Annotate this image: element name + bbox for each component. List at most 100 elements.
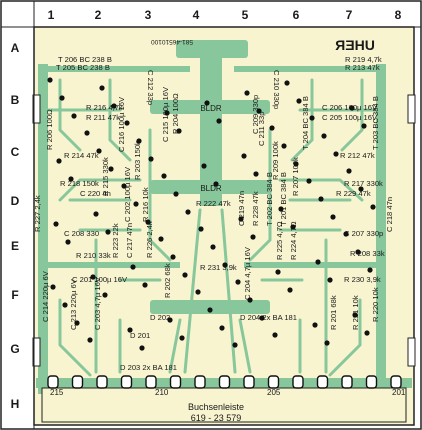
column-label: 8 xyxy=(395,8,402,22)
solder-pad xyxy=(287,287,293,293)
component-label: R 203 150k xyxy=(133,141,142,180)
connector-title: Buchsenleiste xyxy=(188,402,244,412)
connector-body xyxy=(41,387,407,423)
column-label: 5 xyxy=(242,8,249,22)
component-label: R 204 100Ω xyxy=(171,93,180,134)
component-label: R 213 47k xyxy=(345,63,380,72)
solder-pad xyxy=(364,330,370,336)
solder-pad xyxy=(250,234,256,240)
component-pads xyxy=(47,77,376,351)
solder-pad xyxy=(99,85,105,91)
solder-pad xyxy=(367,267,373,273)
solder-pad xyxy=(204,100,210,106)
solder-pad xyxy=(281,143,287,149)
solder-pad xyxy=(164,110,170,116)
component-label: R 207 100k xyxy=(291,157,300,196)
component-label: R 230 3,9k xyxy=(344,275,381,284)
solder-pad xyxy=(370,204,376,210)
component-label: R 214 47k xyxy=(64,151,99,160)
solder-pad xyxy=(278,206,284,212)
solder-pad xyxy=(259,315,265,321)
connector-pin-label: 205 xyxy=(267,388,281,397)
component-label: C 214 220µ 6V xyxy=(41,270,50,322)
solder-pad xyxy=(84,130,90,136)
column-label: 6 xyxy=(293,8,300,22)
component-label: T 201 BC 384 B xyxy=(279,172,288,226)
component-label: R 228 47k xyxy=(251,191,260,226)
component-label: R 209 100k xyxy=(271,141,280,180)
column-label: 7 xyxy=(346,8,353,22)
component-label: C 212 33p xyxy=(146,70,155,105)
solder-pad xyxy=(309,115,315,121)
solder-pad xyxy=(105,229,111,235)
component-label: D 203 2x BA 181 xyxy=(120,363,177,372)
connector-pin-label: 210 xyxy=(155,388,169,397)
component-label: T 206 BC 238 B xyxy=(58,55,112,64)
solder-pad xyxy=(185,209,191,215)
component-label: R 231 3,9k xyxy=(200,263,237,272)
solder-pad xyxy=(142,282,148,288)
net-label: BLDR xyxy=(200,104,222,113)
row-label: D xyxy=(11,194,20,208)
component-label: C 202 100µ 16V xyxy=(123,166,132,222)
solder-pad xyxy=(176,128,182,134)
component-label: R 227 2,4k xyxy=(33,195,42,232)
connector-pin xyxy=(267,375,280,389)
component-label: R 223 22k xyxy=(111,223,120,258)
solder-pad xyxy=(145,219,151,225)
row-label: E xyxy=(11,239,19,253)
solder-pad xyxy=(269,125,275,131)
solder-pad xyxy=(50,284,56,290)
solder-pad xyxy=(127,327,133,333)
solder-pad xyxy=(358,186,364,192)
connector-pin xyxy=(96,375,108,389)
connector-pin xyxy=(194,375,206,389)
component-label: R 217 330k xyxy=(344,179,383,188)
solder-pad xyxy=(235,279,241,285)
connector-pin xyxy=(145,375,157,389)
solder-pad xyxy=(87,337,93,343)
component-label: R 220 10k xyxy=(371,287,380,322)
component-label: C 204 4,7µ 16V xyxy=(243,246,252,300)
solder-pad xyxy=(93,211,99,217)
component-label: T 204 BC 384 B xyxy=(301,96,310,150)
row-label: G xyxy=(10,342,19,356)
connector-pin xyxy=(71,375,84,389)
net-label: BLDR xyxy=(200,184,222,193)
row-label: A xyxy=(11,41,20,55)
solder-pad xyxy=(272,332,278,338)
component-label: R 210 33k xyxy=(76,251,111,260)
component-label: R 224 4,7Ω xyxy=(289,221,298,260)
component-label: D 202 xyxy=(150,313,170,322)
solder-pad xyxy=(253,171,259,177)
solder-pad xyxy=(130,264,136,270)
component-label: T 203 BC 384 B xyxy=(371,96,380,150)
solder-pad xyxy=(102,292,108,298)
component-label: C 209 330p xyxy=(251,95,260,134)
maker-mark: UHER xyxy=(335,37,375,53)
component-label: T 205 BC 238 B xyxy=(56,63,110,72)
solder-pad xyxy=(361,123,367,129)
solder-pad xyxy=(349,105,355,111)
connector-number: 619 - 23 579 xyxy=(191,413,242,423)
solder-pad xyxy=(241,153,247,159)
solder-pad xyxy=(312,322,318,328)
solder-pad xyxy=(56,158,62,164)
solder-pad xyxy=(90,274,96,280)
solder-pad xyxy=(352,312,358,318)
solder-pad xyxy=(324,340,330,346)
component-label: C 205 100µ 16V xyxy=(322,113,378,122)
component-labels: T 206 BC 238 BT 205 BC 238 BR 219 4,7kR … xyxy=(33,55,394,372)
solder-pad xyxy=(170,254,176,260)
connector-pin-label: 201 xyxy=(392,388,406,397)
solder-pad xyxy=(327,277,333,283)
solder-pad xyxy=(219,325,225,331)
solder-pad xyxy=(355,249,361,255)
component-label: C 201 100µ 16V xyxy=(72,275,128,284)
solder-pad xyxy=(111,103,117,109)
mounting-slot-left-bottom xyxy=(32,337,41,367)
solder-pad xyxy=(244,90,250,96)
